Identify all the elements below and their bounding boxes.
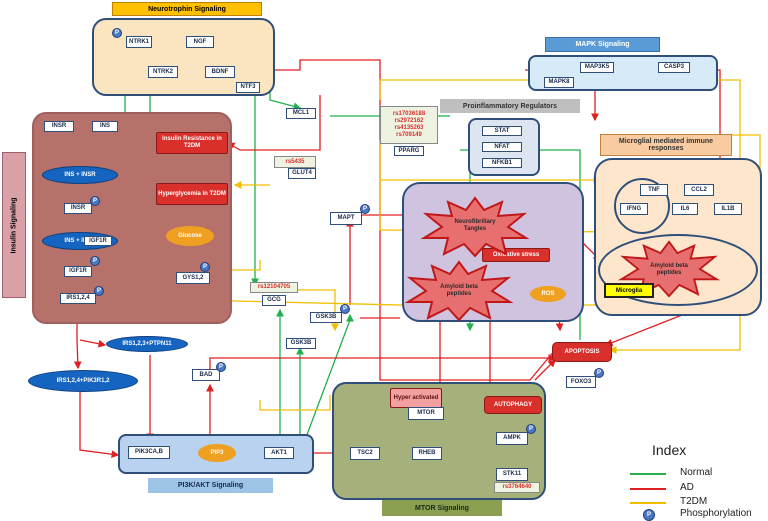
- cytokine-circle-outline: [614, 178, 670, 234]
- phospho-icon-ntrk1: P: [112, 28, 122, 38]
- node-map3k5[interactable]: MAP3K5: [580, 62, 614, 73]
- snp-pparg-2: rs2972162: [394, 118, 424, 125]
- node-gsk3b-2[interactable]: GSK3B: [286, 338, 316, 349]
- phospho-icon-mapt: P: [360, 204, 370, 214]
- ros-ellipse[interactable]: ROS: [530, 286, 566, 302]
- node-irs124[interactable]: IRS1,2,4: [60, 293, 96, 304]
- node-il1b[interactable]: IL1B: [714, 203, 742, 215]
- node-ntrk1[interactable]: NTRK1: [126, 36, 152, 48]
- node-rheb[interactable]: RHEB: [412, 447, 442, 460]
- node-ifng[interactable]: IFNG: [620, 203, 648, 215]
- label-amyloid-beta-1: Amyloid beta peptides: [440, 284, 478, 297]
- node-pparg[interactable]: PPARG: [394, 146, 424, 156]
- node-mcl1[interactable]: MCL1: [286, 108, 316, 119]
- phospho-icon-foxo3: P: [594, 368, 604, 378]
- star-amyloid-beta-2: [617, 240, 721, 298]
- node-ins[interactable]: INS: [92, 121, 118, 132]
- legend-t2dm-line: [630, 502, 666, 504]
- legend-normal-line: [630, 473, 666, 475]
- node-gsk3b-1[interactable]: GSK3B: [310, 312, 342, 323]
- glucose-ellipse[interactable]: Glucose: [166, 226, 214, 246]
- node-pik3cab[interactable]: PIK3CA,B: [128, 446, 170, 459]
- microglia-oval-outline: [598, 234, 758, 306]
- legend-phospho-icon: P: [643, 509, 655, 521]
- node-bdnf[interactable]: BDNF: [205, 66, 235, 78]
- insulin-resistance-box[interactable]: Insulin Resistance in T2DM: [156, 132, 228, 154]
- legend-normal-label: Normal: [680, 467, 713, 478]
- complex-ins-insr-1[interactable]: INS + INSR: [42, 166, 118, 184]
- node-casp3[interactable]: CASP3: [658, 62, 690, 73]
- legend-ad-label: AD: [680, 482, 694, 493]
- complex-irs-ptpn11[interactable]: IRS1,2,3+PTPN11: [106, 336, 188, 352]
- legend-phospho-label: Phosphorylation: [680, 508, 752, 519]
- node-glut4[interactable]: GLUT4: [288, 168, 316, 179]
- pip3-ellipse[interactable]: PIP3: [198, 444, 236, 462]
- snp-tag-stk11: rs3764640: [494, 482, 540, 493]
- legend-t2dm-label: T2DM: [680, 496, 708, 507]
- microglial-header: Microglial mediated immune responses: [600, 134, 732, 156]
- node-gcg[interactable]: GCG: [262, 295, 286, 306]
- autophagy-box[interactable]: AUTOPHAGY: [484, 396, 542, 414]
- node-mapt[interactable]: MAPT: [330, 212, 362, 225]
- node-mapk8[interactable]: MAPK8: [544, 77, 574, 88]
- snp-tag-gcg: rs12104705: [250, 282, 298, 293]
- node-tnf[interactable]: TNF: [640, 184, 668, 196]
- microglia-box[interactable]: Microglia: [604, 283, 654, 298]
- node-foxo3[interactable]: FOXO3: [566, 376, 596, 388]
- snp-tag-glut4: rs5435: [274, 156, 316, 168]
- phospho-icon-gys: P: [200, 262, 210, 272]
- snp-pparg-4: rs709149: [396, 131, 422, 138]
- phospho-icon-igf1r: P: [90, 256, 100, 266]
- insulin-header: Insulin Signaling: [2, 152, 26, 298]
- phospho-icon-irs: P: [94, 286, 104, 296]
- node-insr-top[interactable]: INSR: [44, 121, 74, 132]
- node-bad[interactable]: BAD: [192, 369, 220, 381]
- legend: Index Normal AD T2DM P Phosphorylation: [630, 440, 766, 521]
- label-neurofibrillary-tangles: Neurofibrillary Tangles: [454, 219, 496, 232]
- mtor-header: MTOR Signaling: [382, 500, 502, 516]
- hyper-activated-box[interactable]: Hyper activated: [390, 388, 442, 408]
- node-igf1r-side[interactable]: IGF1R: [84, 236, 112, 246]
- complex-irs-pik3r[interactable]: IRS1,2,4+PIK3R1,2: [28, 370, 138, 392]
- label-amyloid-beta-2: Amyloid beta peptides: [650, 263, 688, 276]
- phospho-icon-insr: P: [90, 196, 100, 206]
- node-stat[interactable]: STAT: [482, 126, 522, 136]
- snp-pparg-3: rs4135263: [394, 125, 424, 131]
- node-igf1r[interactable]: IGF1R: [64, 266, 92, 277]
- legend-ad-line: [630, 488, 666, 490]
- mapk-header: MAPK Signaling: [545, 37, 660, 52]
- node-mtor[interactable]: MTOR: [408, 407, 444, 420]
- node-gys12[interactable]: GYS1,2: [176, 272, 210, 284]
- proinflammatory-header: Proinflammatory Regulators: [440, 99, 580, 113]
- node-stk11[interactable]: STK11: [496, 468, 528, 481]
- neurotrophin-header: Neurotrophin Signaling: [112, 2, 262, 16]
- snp-tag-pparg: rs17036188 rs2972162 rs4135263 rs709149: [380, 106, 438, 144]
- node-ngf[interactable]: NGF: [186, 36, 214, 48]
- insulin-header-label: Insulin Signaling: [10, 197, 18, 253]
- node-ntf3[interactable]: NTF3: [236, 82, 260, 93]
- pi3k-header: PI3K/AKT Signaling: [148, 478, 273, 493]
- node-tsc2[interactable]: TSC2: [350, 447, 380, 460]
- hyperglycemia-box[interactable]: Hyperglycemia in T2DM: [156, 183, 228, 205]
- apoptosis-box[interactable]: APOPTOSIS: [552, 342, 612, 362]
- node-ampk[interactable]: AMPK: [496, 432, 528, 445]
- phospho-icon-gsk3b: P: [340, 304, 350, 314]
- node-nfat[interactable]: NFAT: [482, 142, 522, 152]
- star-neurofibrillary-tangles: [420, 196, 530, 258]
- legend-title: Index: [652, 442, 687, 458]
- node-ccl2[interactable]: CCL2: [684, 184, 714, 196]
- node-nfkb1[interactable]: NFKB1: [482, 158, 522, 168]
- node-ntrk2[interactable]: NTRK2: [148, 66, 178, 78]
- node-akt1[interactable]: AKT1: [264, 447, 294, 459]
- star-amyloid-beta-1: [404, 260, 514, 322]
- phospho-icon-ampk: P: [526, 424, 536, 434]
- phospho-icon-bad: P: [216, 362, 226, 372]
- node-insr-mid[interactable]: INSR: [64, 203, 92, 214]
- snp-pparg-1: rs17036188: [392, 111, 426, 118]
- node-il6[interactable]: IL6: [672, 203, 698, 215]
